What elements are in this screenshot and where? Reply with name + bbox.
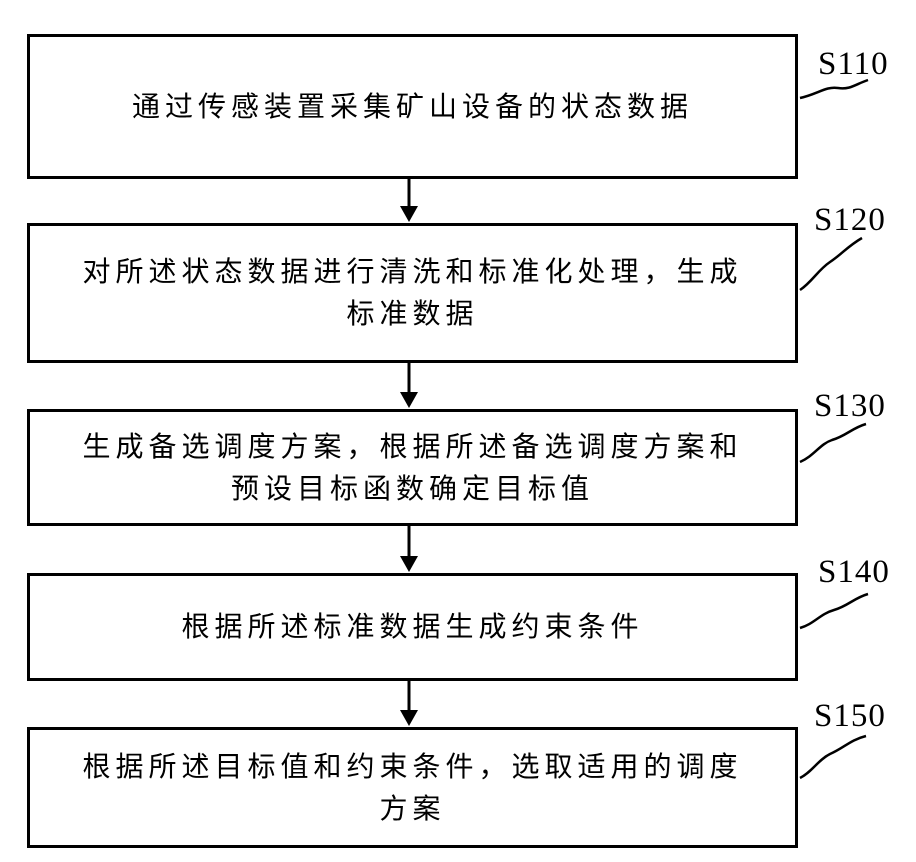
step-text-s120: 对所述状态数据进行清洗和标准化处理，生成 标准数据 [74,251,750,335]
flow-arrow-3 [400,525,418,572]
leader-line-s120 [800,238,862,290]
leader-line-s110 [800,80,868,98]
flow-arrow-1 [400,178,418,222]
step-text-s130: 生成备选调度方案，根据所述备选调度方案和 预设目标函数确定目标值 [74,426,750,510]
step-text-line: 标准数据 [82,293,742,335]
step-text-s140: 根据所述标准数据生成约束条件 [173,606,651,648]
step-text-line: 生成备选调度方案，根据所述备选调度方案和 [82,426,742,468]
step-label-s150: S150 [814,700,886,733]
step-text-line: 预设目标函数确定目标值 [82,468,742,510]
step-text-line: 对所述状态数据进行清洗和标准化处理，生成 [82,251,742,293]
leader-line-s150 [800,736,866,778]
leader-line-s140 [800,594,868,628]
step-label-s110: S110 [818,48,889,81]
step-text-line: 根据所述标准数据生成约束条件 [181,606,643,648]
step-box-s150: 根据所述目标值和约束条件，选取适用的调度 方案 [27,727,798,848]
leader-line-s130 [800,424,866,462]
step-text-s150: 根据所述目标值和约束条件，选取适用的调度 方案 [74,746,750,830]
step-label-s140: S140 [818,556,890,589]
step-box-s120: 对所述状态数据进行清洗和标准化处理，生成 标准数据 [27,223,798,363]
step-text-line: 通过传感装置采集矿山设备的状态数据 [132,86,693,128]
step-label-s130: S130 [814,390,886,423]
step-label-s120: S120 [814,204,886,237]
step-text-line: 方案 [82,788,742,830]
flow-arrow-2 [400,362,418,408]
step-box-s140: 根据所述标准数据生成约束条件 [27,573,798,681]
flow-arrow-4 [400,680,418,726]
step-text-line: 根据所述目标值和约束条件，选取适用的调度 [82,746,742,788]
step-box-s110: 通过传感装置采集矿山设备的状态数据 [27,34,798,179]
step-text-s110: 通过传感装置采集矿山设备的状态数据 [124,86,701,128]
step-box-s130: 生成备选调度方案，根据所述备选调度方案和 预设目标函数确定目标值 [27,409,798,526]
